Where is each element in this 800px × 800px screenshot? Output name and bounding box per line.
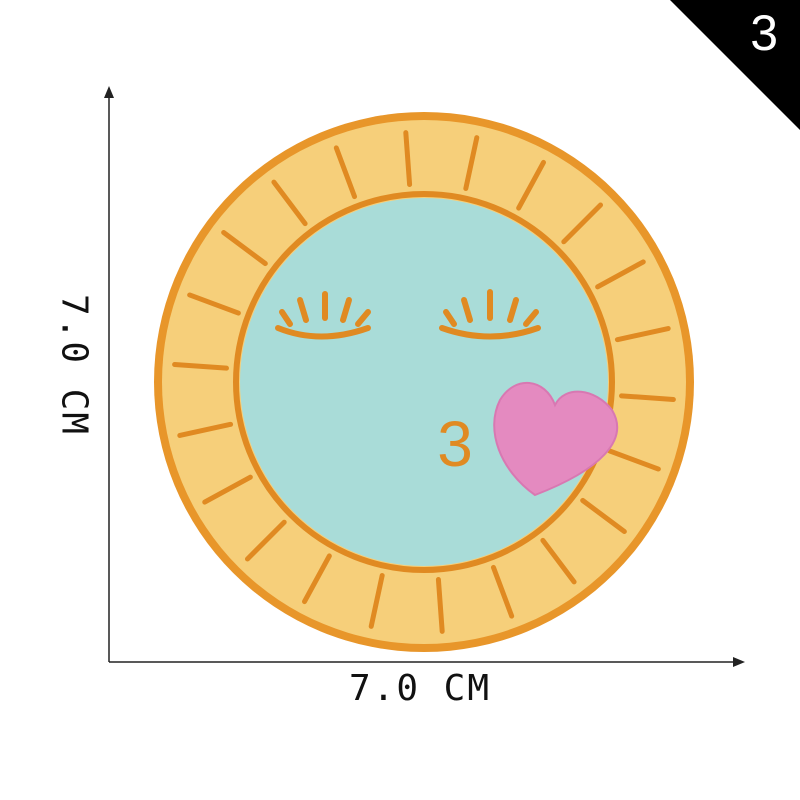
left-eye-icon (275, 291, 371, 340)
sun-ray (561, 202, 604, 245)
sun-ray (540, 537, 577, 585)
sun-ray (187, 292, 241, 316)
sun-ray (368, 573, 385, 629)
sun-ray (435, 576, 445, 634)
kiss-mouth: 3 (437, 408, 473, 480)
face-ring (233, 191, 615, 573)
sun-ray (333, 145, 358, 200)
sun-ray (614, 326, 671, 343)
heart-icon (493, 382, 618, 497)
sun-ray (301, 553, 332, 605)
sun-ray (619, 393, 676, 402)
width-label: 7.0 CM (348, 668, 492, 709)
sun-ray (271, 179, 308, 227)
up-arrow-icon (104, 86, 114, 98)
sun-ray (516, 159, 547, 211)
sun-ray (580, 497, 627, 535)
right-arrow-icon (733, 657, 745, 667)
sun-rays (172, 130, 676, 634)
sun-ray (607, 448, 661, 472)
sun-ray (595, 259, 646, 290)
right-eye-icon (439, 289, 541, 340)
corner-triangle (670, 0, 800, 130)
sun-ray (463, 135, 480, 191)
corner-badge: 3 (670, 0, 800, 130)
badge-number: 3 (750, 5, 778, 61)
sun-ray (244, 519, 287, 562)
sun-ray (172, 362, 229, 371)
sun-ray (403, 130, 413, 188)
sun-ray (202, 474, 253, 505)
sun-ray (490, 564, 515, 619)
sun-ray (177, 421, 234, 438)
sun-face (240, 198, 608, 566)
sun-ray (221, 229, 268, 267)
